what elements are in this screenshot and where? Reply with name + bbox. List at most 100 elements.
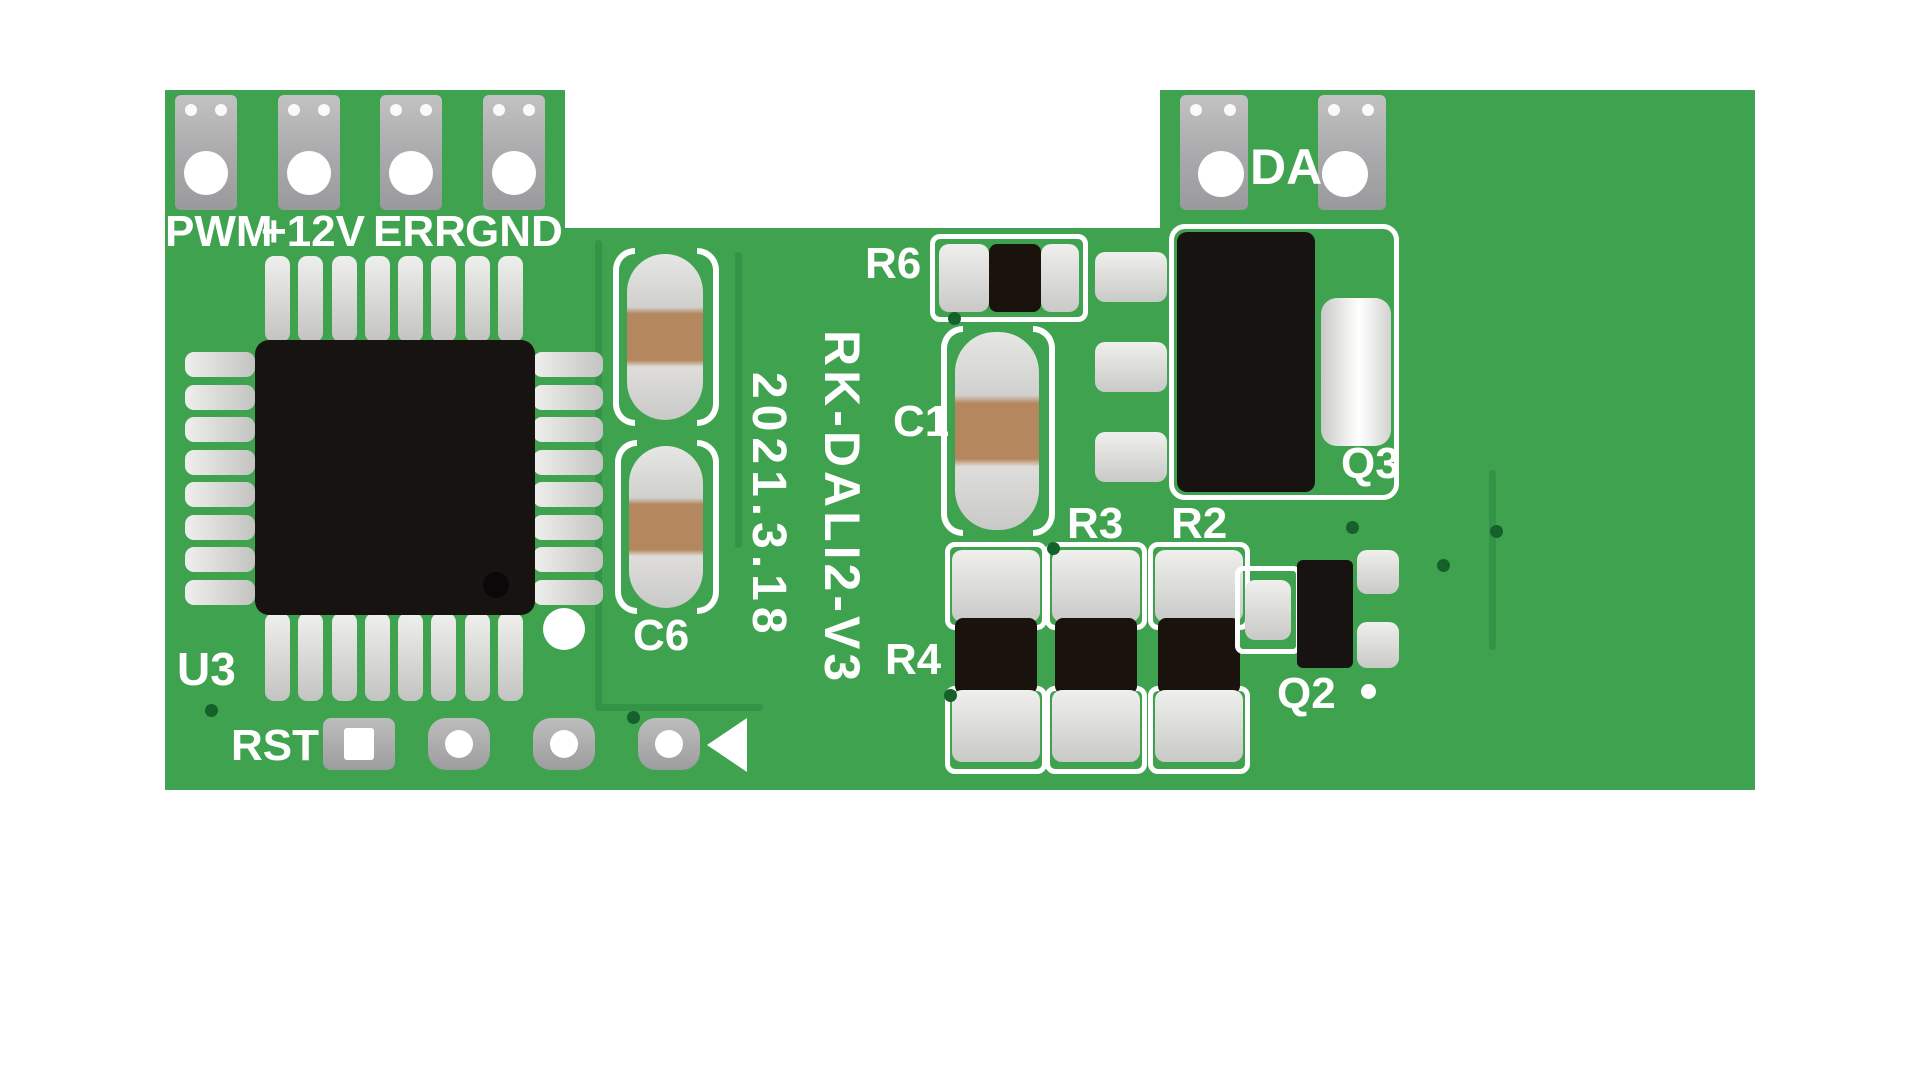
- q3-pin-pad: [1095, 252, 1167, 302]
- terminal-dot: [493, 104, 505, 116]
- label-q2: Q2: [1277, 669, 1336, 718]
- u3-pin: [398, 256, 424, 342]
- q3-silkscreen-outline: [1169, 224, 1399, 500]
- u3-pin: [185, 547, 255, 573]
- c6-silkscreen-bracket: [615, 440, 637, 614]
- q3-transistor-body: [1177, 232, 1315, 492]
- capacitor-c1: [955, 332, 1039, 530]
- u3-pin: [265, 613, 290, 701]
- terminal-dot: [288, 104, 300, 116]
- u3-pin: [464, 256, 490, 342]
- u3-pin: [185, 482, 255, 508]
- copper-trace: [595, 240, 602, 708]
- c1-silkscreen-bracket: [941, 326, 963, 536]
- terminal-dot: [523, 104, 535, 116]
- label-12v: +12V: [261, 207, 365, 256]
- c6-silkscreen-bracket: [697, 440, 719, 614]
- u3-pin-row-right: [533, 352, 603, 605]
- u3-pin: [298, 256, 324, 342]
- header-pad: [533, 718, 595, 770]
- terminal-da-minus: [1318, 95, 1386, 210]
- r3-pad: [1052, 550, 1140, 622]
- terminal-hole: [492, 151, 536, 195]
- c6-silkscreen-bracket: [697, 248, 719, 426]
- u3-pin: [431, 256, 457, 342]
- r3-pad: [1052, 690, 1140, 762]
- u3-pin: [533, 352, 603, 377]
- r6-pad: [939, 244, 989, 312]
- header-pad: [428, 718, 490, 770]
- pcb-board: PWM +12V ERR GND DA U: [165, 90, 1755, 790]
- u3-pin: [185, 514, 255, 540]
- via: [1490, 525, 1503, 538]
- header-pad: [638, 718, 700, 770]
- u3-pin: [185, 384, 255, 410]
- test-point: [543, 608, 585, 650]
- label-r6: R6: [865, 239, 922, 288]
- silkscreen-arrow-icon: [707, 718, 747, 772]
- silkscreen-date: 2021.3.18: [742, 372, 795, 640]
- copper-trace: [735, 252, 742, 548]
- q2-pin-pad: [1357, 550, 1399, 594]
- u3-pin: [497, 613, 523, 701]
- u3-pin: [431, 613, 457, 701]
- u3-pin: [185, 352, 255, 377]
- u3-pin: [533, 514, 603, 540]
- r2-resistor-body: [1158, 618, 1240, 694]
- u3-pin: [185, 579, 255, 605]
- via: [1047, 542, 1060, 555]
- rst-square-pad: [323, 718, 395, 770]
- u3-pin: [331, 613, 357, 701]
- terminal-hole: [287, 151, 331, 195]
- u3-pin: [398, 613, 424, 701]
- u3-pin: [185, 417, 255, 443]
- r6-pad: [1041, 244, 1079, 312]
- r6-silkscreen-outline: [930, 234, 1088, 322]
- terminal-dot: [1190, 104, 1202, 116]
- terminal-gnd: [483, 95, 545, 210]
- capacitor-c6-a: [627, 254, 703, 420]
- r6-resistor-body: [989, 244, 1041, 312]
- q3-pin-pad: [1095, 342, 1167, 392]
- terminal-hole: [389, 151, 433, 195]
- terminal-dot: [420, 104, 432, 116]
- label-c1: C1: [893, 397, 950, 446]
- terminal-dot: [390, 104, 402, 116]
- u3-pin: [533, 449, 603, 475]
- u3-pin1-mark: [483, 572, 509, 598]
- u3-pin: [265, 256, 290, 342]
- u3-pin: [364, 256, 390, 342]
- u3-pin: [533, 547, 603, 573]
- via: [1437, 559, 1450, 572]
- via: [205, 704, 218, 717]
- label-c6: C6: [633, 611, 690, 660]
- terminal-err: [380, 95, 442, 210]
- terminal-dot: [1224, 104, 1236, 116]
- r4-pad: [952, 550, 1040, 622]
- label-r3: R3: [1067, 499, 1124, 548]
- label-u3: U3: [177, 643, 236, 695]
- u3-pin: [364, 613, 390, 701]
- r2-pad: [1155, 550, 1243, 622]
- u3-pin-row-left: [185, 352, 255, 605]
- pad-hole: [445, 730, 473, 758]
- r4-resistor-body: [955, 618, 1037, 694]
- rst-pad-hole: [344, 728, 374, 760]
- c6-silkscreen-bracket: [613, 248, 635, 426]
- terminal-da-plus: [1180, 95, 1248, 210]
- u3-pin: [497, 256, 523, 342]
- terminal-dot: [1362, 104, 1374, 116]
- terminal-12v: [278, 95, 340, 210]
- label-q3: Q3: [1341, 439, 1400, 488]
- test-point: [1361, 684, 1376, 699]
- u3-pin: [464, 613, 490, 701]
- silkscreen-model: RK-DALI2-V3: [814, 330, 870, 686]
- label-err: ERR: [373, 207, 466, 256]
- u3-pin: [185, 449, 255, 475]
- c1-silkscreen-bracket: [1033, 326, 1055, 536]
- q3-tab-pad: [1321, 298, 1391, 446]
- u3-pin: [533, 482, 603, 508]
- terminal-hole: [1198, 151, 1244, 197]
- q2-transistor-body: [1297, 560, 1353, 668]
